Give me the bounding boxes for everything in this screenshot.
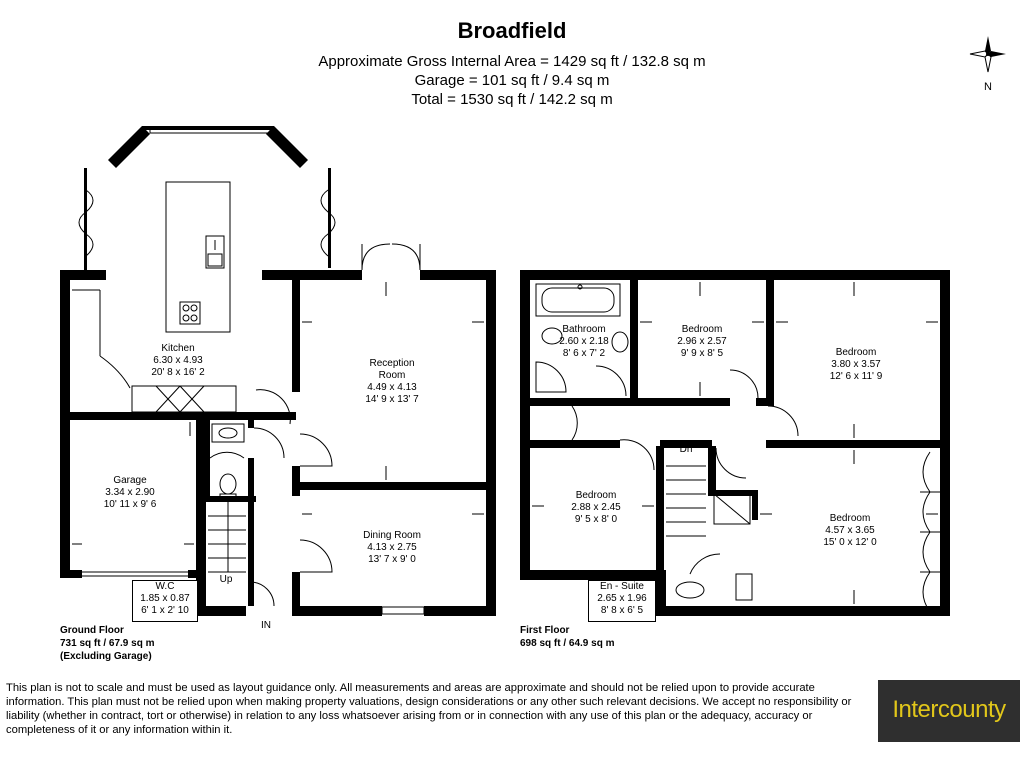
bedroom-3-label: Bedroom xyxy=(576,490,617,501)
ensuite-label-box: En - Suite 2.65 x 1.96 8' 8 x 6' 5 xyxy=(588,580,656,622)
dining-metric: 4.13 x 2.75 xyxy=(367,542,417,553)
intercounty-logo: Intercounty xyxy=(878,680,1020,742)
kitchen-imperial: 20' 8 x 16' 2 xyxy=(151,367,205,378)
entrance-label: IN xyxy=(261,620,271,631)
ensuite-metric: 2.65 x 1.96 xyxy=(597,593,647,604)
ground-floor-note: (Excluding Garage) xyxy=(60,651,152,662)
disclaimer-text: This plan is not to scale and must be us… xyxy=(6,682,852,736)
ground-floor-summary: Ground Floor 731 sq ft / 67.9 sq m (Excl… xyxy=(60,624,155,663)
bathroom-label: Bathroom xyxy=(562,324,605,335)
bedroom-3-imperial: 9' 5 x 8' 0 xyxy=(575,514,618,525)
ensuite-imperial: 8' 8 x 6' 5 xyxy=(600,605,644,616)
ensuite-label: En - Suite xyxy=(600,581,644,592)
first-floor-title: First Floor xyxy=(520,625,570,636)
bathroom-imperial: 8' 6 x 7' 2 xyxy=(563,348,606,359)
reception-imperial: 14' 9 x 13' 7 xyxy=(365,394,419,405)
ground-floor-room-labels: Kitchen 6.30 x 4.93 20' 8 x 16' 2 Recept… xyxy=(104,343,421,631)
bathroom-metric: 2.60 x 2.18 xyxy=(559,336,609,347)
first-floor-room-labels: Bathroom 2.60 x 2.18 8' 6 x 7' 2 Bedroom… xyxy=(559,324,882,548)
bedroom-1-metric: 3.80 x 3.57 xyxy=(831,359,881,370)
reception-label-line1: Reception xyxy=(369,358,414,369)
ground-floor-walls xyxy=(60,126,496,616)
wc-label-box: W.C 1.85 x 0.87 6' 1 x 2' 10 xyxy=(132,580,198,622)
bedroom-3-metric: 2.88 x 2.45 xyxy=(571,502,621,513)
garage-label: Garage xyxy=(113,475,147,486)
reception-label-line2: Room xyxy=(379,370,406,381)
wc-label: W.C xyxy=(155,581,175,592)
bedroom-4-metric: 4.57 x 3.65 xyxy=(825,525,875,536)
bedroom-1-label: Bedroom xyxy=(836,347,877,358)
gross-area-text: Approximate Gross Internal Area = 1429 s… xyxy=(318,53,706,70)
kitchen-metric: 6.30 x 4.93 xyxy=(153,355,203,366)
garage-metric: 3.34 x 2.90 xyxy=(105,487,155,498)
first-floor-fixtures xyxy=(532,271,940,615)
ground-stairs-label: Up xyxy=(220,574,233,585)
bedroom-2-imperial: 9' 9 x 8' 5 xyxy=(681,348,724,359)
garage-area-text: Garage = 101 sq ft / 9.4 sq m xyxy=(414,72,610,89)
dining-label: Dining Room xyxy=(363,530,421,541)
first-floor-walls xyxy=(520,270,950,616)
dining-imperial: 13' 7 x 9' 0 xyxy=(368,554,416,565)
first-floor-summary: First Floor 698 sq ft / 64.9 sq m xyxy=(520,624,615,650)
kitchen-label: Kitchen xyxy=(161,343,194,354)
first-floor-area: 698 sq ft / 64.9 sq m xyxy=(520,638,615,649)
wc-metric: 1.85 x 0.87 xyxy=(140,593,190,604)
compass-north-label: N xyxy=(984,81,992,93)
wc-imperial: 6' 1 x 2' 10 xyxy=(141,605,189,616)
first-stairs-label: Dn xyxy=(680,444,693,455)
bedroom-4-label: Bedroom xyxy=(830,513,871,524)
compass-rose-icon: N xyxy=(968,34,1008,94)
ground-floor-area: 731 sq ft / 67.9 sq m xyxy=(60,638,155,649)
bedroom-1-imperial: 12' 6 x 11' 9 xyxy=(830,371,883,382)
ground-floor-fixtures xyxy=(72,126,484,615)
plan-title: Broadfield xyxy=(457,18,567,43)
brand-name: Intercounty xyxy=(892,696,1006,723)
bedroom-2-metric: 2.96 x 2.57 xyxy=(677,336,727,347)
bedroom-2-label: Bedroom xyxy=(682,324,723,335)
ground-floor-title: Ground Floor xyxy=(60,625,124,636)
total-area-text: Total = 1530 sq ft / 142.2 sq m xyxy=(411,91,613,108)
reception-metric: 4.49 x 4.13 xyxy=(367,382,417,393)
garage-imperial: 10' 11 x 9' 6 xyxy=(104,499,157,510)
bedroom-4-imperial: 15' 0 x 12' 0 xyxy=(823,537,877,548)
